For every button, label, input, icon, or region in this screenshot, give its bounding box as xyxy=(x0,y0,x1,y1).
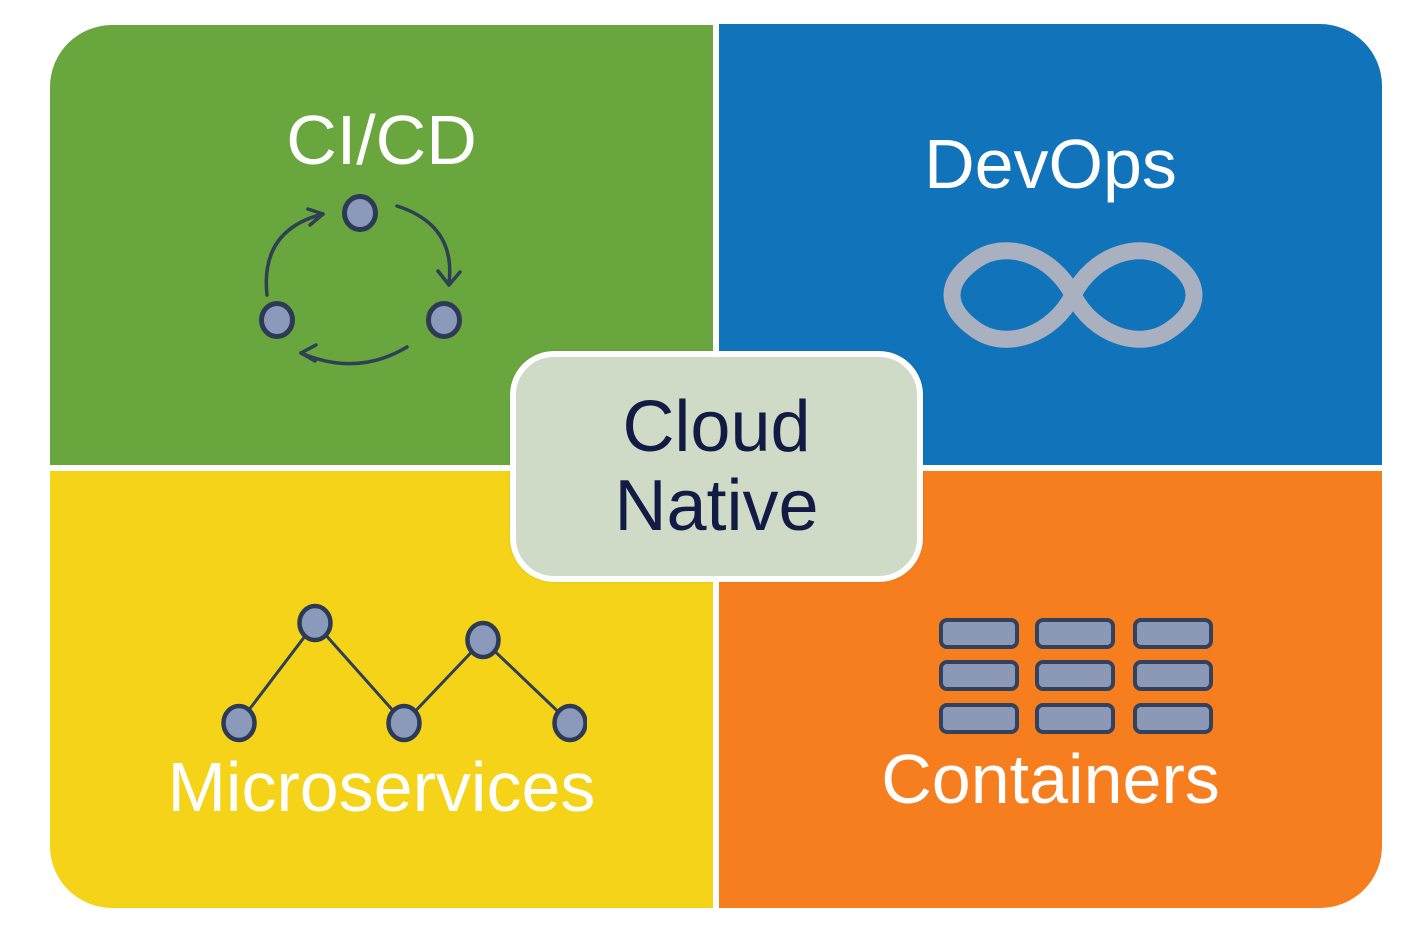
cycle-arrowhead-down xyxy=(436,269,462,287)
container-cell xyxy=(1133,703,1213,734)
cycle-node-top xyxy=(342,194,378,232)
cycle-arrow-left xyxy=(299,345,409,366)
container-cell xyxy=(1035,703,1115,734)
network-nodes xyxy=(221,603,587,743)
devops-label: DevOps xyxy=(924,125,1177,203)
cycle-nodes xyxy=(259,194,462,339)
network-node xyxy=(221,703,257,743)
network-node xyxy=(297,603,333,643)
cycle-arrows-icon xyxy=(259,194,462,366)
cloud-native-line1: Cloud xyxy=(622,386,811,467)
container-cell xyxy=(1035,618,1115,649)
container-grid-icon xyxy=(939,618,1213,734)
network-node xyxy=(386,703,422,743)
cycle-node-right xyxy=(426,301,462,339)
container-cell xyxy=(1133,618,1213,649)
microservices-label: Microservices xyxy=(167,748,596,826)
network-link xyxy=(481,638,572,725)
network-node xyxy=(465,620,501,660)
cycle-arrows xyxy=(264,204,462,366)
infinity-icon xyxy=(943,242,1203,348)
network-link xyxy=(402,638,485,725)
infinity-path xyxy=(943,242,1203,348)
container-cell xyxy=(939,703,1019,734)
cicd-label: CI/CD xyxy=(286,101,477,179)
container-cell xyxy=(939,618,1019,649)
network-link xyxy=(313,622,406,724)
cycle-arrow-down xyxy=(395,204,452,285)
network-node xyxy=(552,703,587,743)
quadrant-cicd: CI/CD xyxy=(50,25,713,465)
container-cell xyxy=(1035,660,1115,691)
cloud-native-badge: Cloud Native xyxy=(510,351,923,582)
cycle-node-left xyxy=(259,301,295,339)
network-links xyxy=(237,622,572,725)
network-nodes-icon xyxy=(221,603,587,743)
cycle-arrowhead-up xyxy=(306,207,325,227)
cycle-arrowhead-left xyxy=(299,343,318,363)
containers-label: Containers xyxy=(881,740,1220,818)
cloud-native-line2: Native xyxy=(614,465,819,546)
network-link xyxy=(237,622,317,724)
container-cell xyxy=(1133,660,1213,691)
cycle-arrow-up xyxy=(264,212,325,297)
container-cell xyxy=(939,660,1019,691)
container-cells xyxy=(939,618,1213,734)
